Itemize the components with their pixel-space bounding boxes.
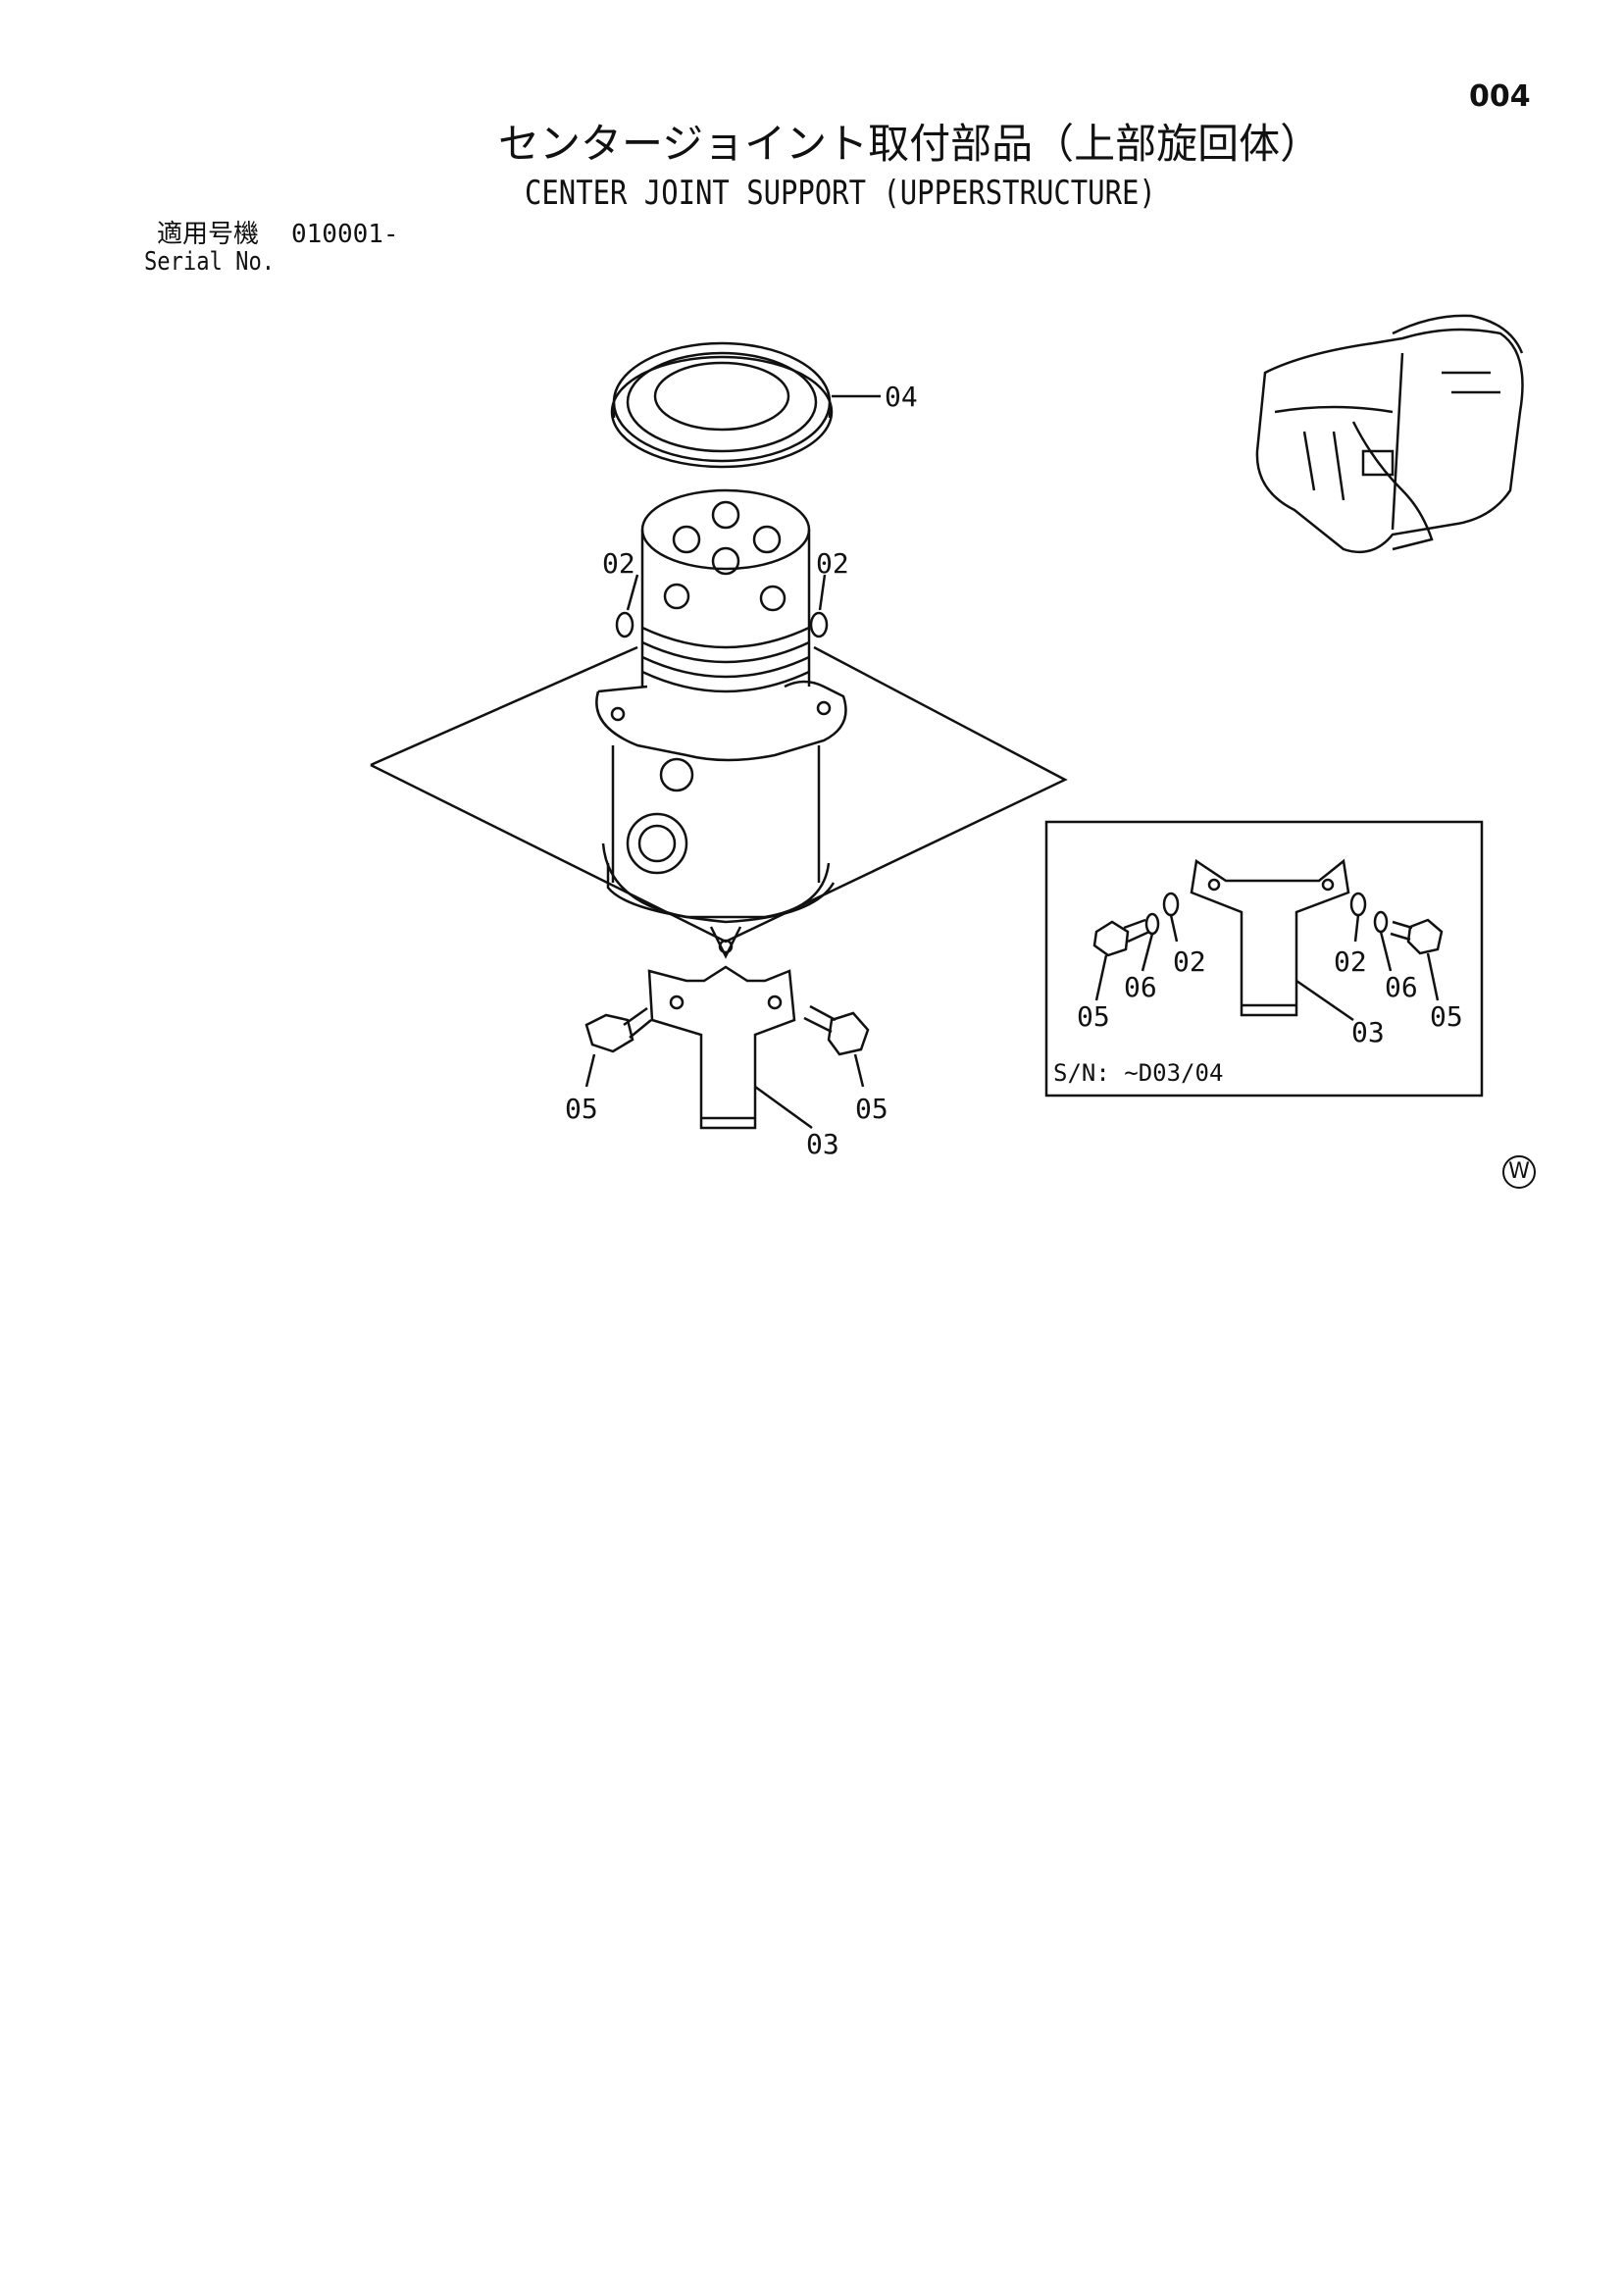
inset-callout-02-left: 02 [1173,945,1206,978]
inset-bracket-part-03 [1190,858,1350,1017]
inset-callout-06-left: 06 [1124,971,1157,1003]
inset-callout-06-right: 06 [1385,971,1418,1003]
page-number: 004 [1469,79,1531,114]
callout-02-left: 02 [602,547,635,580]
inset-washer-part-06-right [1373,910,1389,934]
inset-washer-part-06-left [1144,912,1160,936]
callout-03: 03 [806,1128,839,1160]
serial-label-japanese: 適用号機 [157,220,260,249]
inset-callout-05-left: 05 [1077,1000,1110,1033]
machine-thumbnail-icon [1255,314,1524,554]
inset-o-ring-part-02-right [1349,892,1367,917]
callout-02-right: 02 [816,547,849,580]
callout-04: 04 [885,381,918,413]
seal-ring-part-04 [610,341,834,469]
mounting-plane-outline [370,645,1068,944]
center-joint-body [595,488,847,959]
callout-05-right: 05 [855,1093,888,1125]
inset-o-ring-part-02-left [1162,892,1180,917]
inset-serial-note: S/N: ~D03/04 [1053,1059,1224,1087]
bracket-part-03 [647,965,796,1130]
title-english: CENTER JOINT SUPPORT (UPPERSTRUCTURE) [525,174,1156,213]
o-ring-part-02-left [615,611,634,638]
title-japanese: センタージョイント取付部品（上部旋回体） [498,120,1322,168]
inset-bolt-part-05-left [1092,918,1150,957]
copyright-mark: W [1502,1155,1536,1189]
inset-callout-03: 03 [1351,1016,1385,1048]
serial-label-english: Serial No. [144,247,276,277]
inset-box [1044,820,1484,1097]
bolt-part-05-right [803,1004,870,1056]
bolt-part-05-left [584,1006,652,1053]
inset-bolt-part-05-right [1390,918,1444,955]
callout-05-left: 05 [565,1093,598,1125]
serial-code: 010001- [291,220,399,249]
inset-callout-05-right: 05 [1430,1000,1463,1033]
inset-callout-02-right: 02 [1334,945,1367,978]
o-ring-part-02-right [809,611,829,638]
